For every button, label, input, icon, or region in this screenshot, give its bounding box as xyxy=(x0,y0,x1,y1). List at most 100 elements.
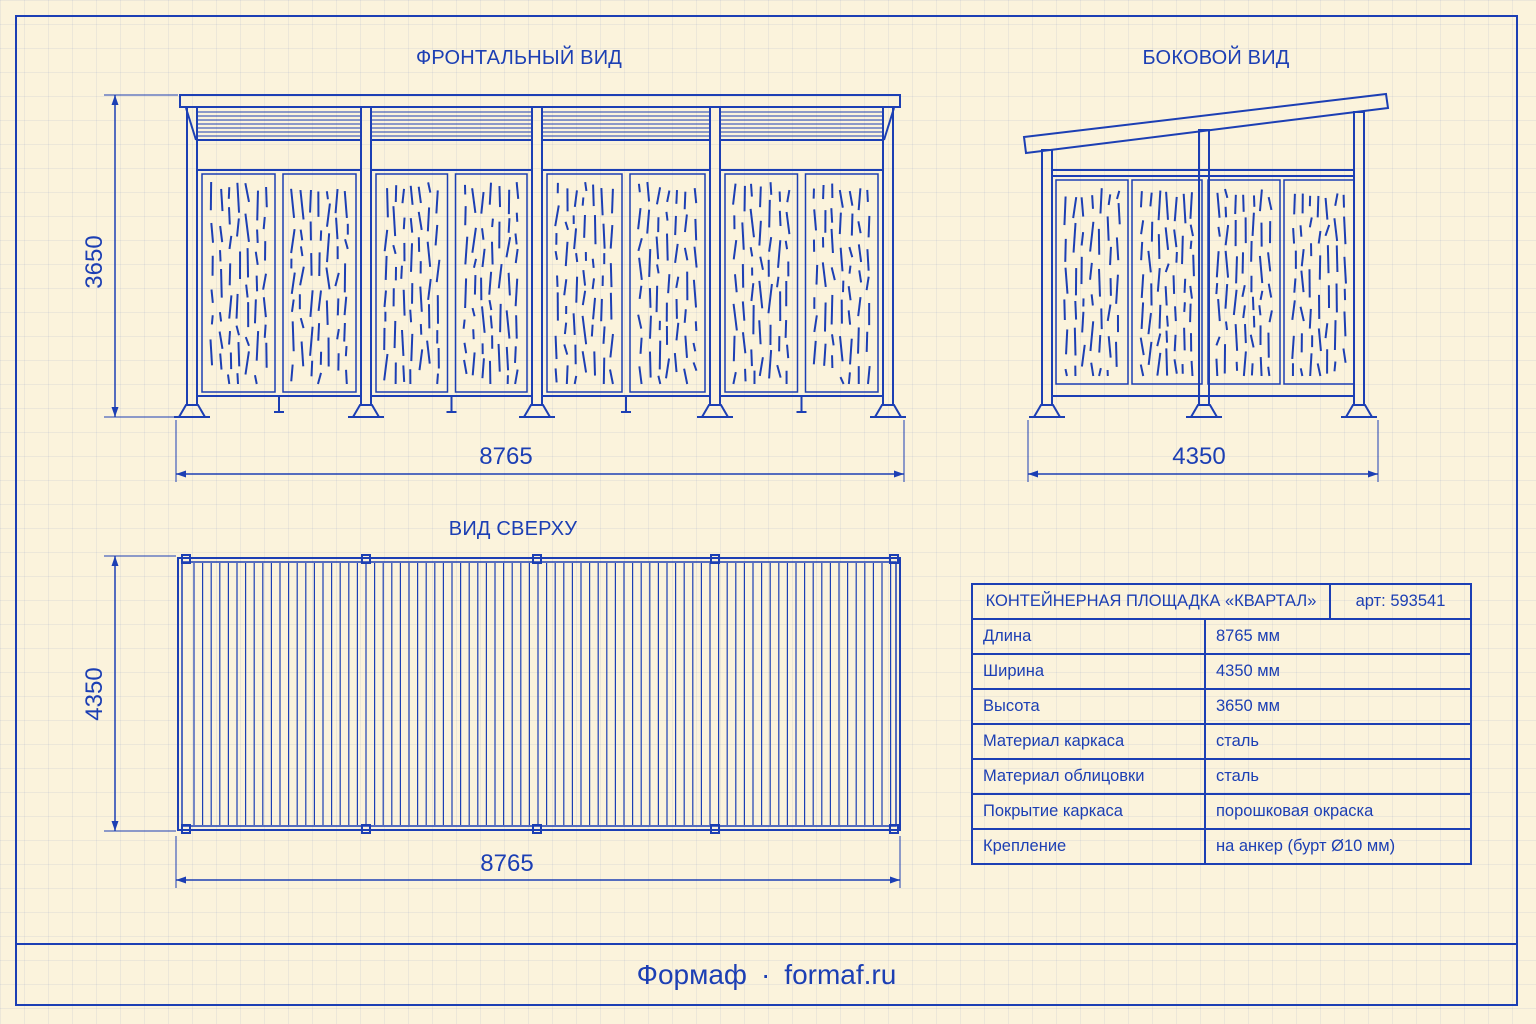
perforation-slot xyxy=(665,211,669,221)
mesh-panel xyxy=(282,173,357,393)
perforation-slot xyxy=(563,344,569,355)
perforation-slot xyxy=(830,294,834,325)
perforation-slot xyxy=(463,342,468,354)
post-cap xyxy=(889,824,899,834)
perforation-slot xyxy=(317,290,322,311)
perforation-slot xyxy=(582,270,587,286)
perforation-slot xyxy=(1234,194,1237,215)
perforation-slot xyxy=(750,349,753,367)
perforation-slot xyxy=(750,183,753,197)
perforation-slot xyxy=(667,274,671,294)
perforation-slot xyxy=(778,210,782,227)
perforation-slot xyxy=(325,267,331,290)
perforation-slot xyxy=(1215,251,1220,278)
perforation-slot xyxy=(505,310,511,339)
perforation-slot xyxy=(692,362,698,372)
perforation-slot xyxy=(602,223,606,249)
perforation-slot xyxy=(1140,241,1144,261)
perforation-slot xyxy=(1242,351,1247,377)
perforation-slot xyxy=(1291,335,1295,360)
perforation-slot xyxy=(609,224,614,249)
perforation-slot xyxy=(1216,192,1221,218)
front-view-title: ФРОНТАЛЬНЫЙ ВИД xyxy=(415,47,623,69)
perforation-slot xyxy=(499,303,502,333)
perforation-slot xyxy=(290,272,296,295)
perforation-slot xyxy=(1064,368,1068,377)
perforation-slot xyxy=(515,212,519,222)
perforation-slot xyxy=(1080,344,1086,367)
perforation-slot xyxy=(776,364,782,378)
perforation-slot xyxy=(693,246,698,268)
perforation-slot xyxy=(514,248,519,264)
perforation-slot xyxy=(220,268,223,298)
perforation-slot xyxy=(646,181,651,202)
perforation-slot xyxy=(648,249,652,277)
perforation-slot xyxy=(262,216,266,230)
perforation-slot xyxy=(849,338,853,365)
perforation-slot xyxy=(1157,190,1162,221)
perforation-slot xyxy=(565,365,569,385)
perforation-slot xyxy=(1139,364,1145,377)
perforation-slot xyxy=(815,264,819,285)
perforation-slot xyxy=(514,278,519,307)
footer: Формаф · formaf.ru xyxy=(15,945,1518,1005)
perforation-slot xyxy=(732,335,736,362)
perforation-slot xyxy=(219,353,223,370)
perforation-slot xyxy=(694,321,698,331)
perforation-slot xyxy=(309,290,314,317)
perforation-slot xyxy=(1343,256,1347,284)
spec-label: Длина xyxy=(971,618,1206,655)
perforation-slot xyxy=(732,303,738,331)
perforation-slot xyxy=(758,280,764,309)
perforation-slot xyxy=(402,365,406,382)
perforation-slot xyxy=(609,292,613,320)
perforation-slot xyxy=(1117,202,1121,225)
post-base xyxy=(1189,404,1219,418)
perforation-slot xyxy=(384,255,388,280)
perforation-slot xyxy=(325,191,329,200)
perforation-slot xyxy=(648,288,652,308)
perforation-slot xyxy=(235,325,240,336)
perforation-slot xyxy=(256,229,259,243)
perforation-slot xyxy=(481,358,485,379)
perforation-slot xyxy=(749,208,755,238)
perforation-slot xyxy=(646,209,651,234)
perforation-slot xyxy=(839,336,844,362)
perforation-slot xyxy=(386,188,389,218)
perforation-slot xyxy=(693,187,698,204)
spec-label: Материал каркаса xyxy=(971,723,1206,760)
perforation-slot xyxy=(471,352,476,376)
perforation-slot xyxy=(1149,192,1153,207)
perforation-slot xyxy=(758,220,762,246)
perforation-slot xyxy=(839,376,845,385)
perforation-slot xyxy=(1215,358,1219,377)
perforation-slot xyxy=(1342,348,1347,363)
perforation-slot xyxy=(481,306,486,333)
perforation-slot xyxy=(602,326,606,344)
perforation-slot xyxy=(254,251,259,266)
perforation-slot xyxy=(1183,278,1187,293)
perforation-slot xyxy=(402,217,406,230)
perforation-slot xyxy=(209,339,214,366)
perforation-slot xyxy=(1106,304,1112,322)
spec-label: Высота xyxy=(971,688,1206,725)
perforation-slot xyxy=(1189,285,1193,299)
perforation-slot xyxy=(1326,245,1330,274)
post-base xyxy=(873,404,903,418)
footer-site-link[interactable]: formaf.ru xyxy=(784,959,897,990)
perforation-slot xyxy=(758,320,762,345)
perforation-slot xyxy=(427,182,432,193)
perforation-slot xyxy=(409,309,413,323)
perforation-slot xyxy=(593,351,597,376)
perforation-slot xyxy=(1158,304,1162,329)
perforation-slot xyxy=(573,190,578,207)
perforation-slot xyxy=(655,187,662,205)
perforation-slot xyxy=(638,366,643,385)
perforation-slot xyxy=(1259,356,1263,377)
perforation-slot xyxy=(505,236,512,258)
spec-label: Крепление xyxy=(971,828,1206,865)
mesh-panel xyxy=(1131,179,1203,385)
perforation-slot xyxy=(1251,212,1255,236)
perforation-slot xyxy=(1324,224,1331,237)
